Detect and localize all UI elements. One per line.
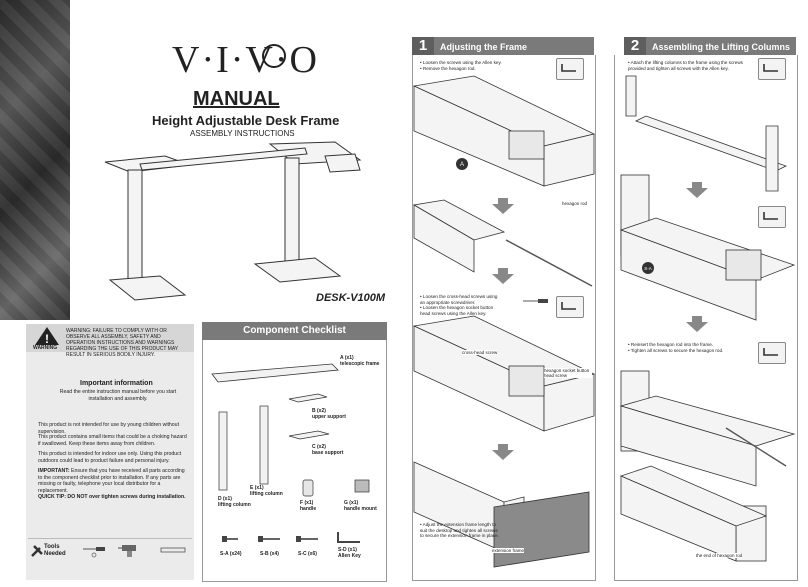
warning-triangle-icon: !: [35, 327, 59, 346]
step2-bullets-2: • Reinsert the hexagon rod into the fram…: [628, 342, 724, 353]
down-arrow-3: [492, 444, 514, 460]
part-g-illustration: [354, 479, 370, 493]
down-arrow-5: [686, 316, 708, 332]
reinsert-rod-illustration: [619, 370, 796, 562]
part-f-label: F (x1)handle: [300, 500, 317, 512]
desk-frame-illustration: [104, 141, 362, 301]
important-info-text: Read the entire instruction manual befor…: [59, 389, 177, 402]
allen-key-badge-3: [758, 58, 786, 80]
down-arrow-2: [492, 268, 514, 284]
decorative-band: [0, 0, 70, 320]
warning-label: WARNING: [33, 345, 58, 351]
divider: [28, 538, 192, 539]
checklist-title: Component Checklist: [202, 322, 387, 340]
step1-bullets-1: • Loosen the screws using the Allen key.…: [420, 60, 502, 71]
part-e-illustration: [259, 405, 269, 485]
part-f-illustration: [302, 479, 314, 497]
part-d-label: D (x1)lifting column: [218, 496, 251, 508]
warning-text: WARNING: FAILURE TO COMPLY WITH OR OBSER…: [66, 328, 179, 358]
vivo-logo: V·I·V·O: [172, 39, 319, 81]
callout-a: A: [460, 162, 464, 168]
important-info-title: Important information: [80, 380, 153, 387]
tools-icon: [31, 545, 43, 557]
frame-illustration-4: [413, 461, 590, 568]
step1-bullets-3: • Adjust the extension frame length to s…: [420, 522, 499, 539]
power-drill-icon: [118, 545, 136, 557]
part-b-illustration: [288, 393, 328, 403]
screw-sa-label: S-A (x24): [220, 551, 242, 557]
extension-frame-label: extension frame: [492, 548, 525, 553]
allen-key-icon-2: [561, 302, 576, 310]
warning-panel: [26, 324, 194, 580]
allen-key-icon-5: [763, 348, 778, 356]
column-frame-illustration: S-A: [619, 174, 796, 321]
part-c-illustration: [288, 430, 330, 440]
allen-key-badge-4: [758, 206, 786, 228]
safety-note-children: This product is not intended for use by …: [38, 422, 180, 435]
assembly-subtitle: ASSEMBLY INSTRUCTIONS: [190, 129, 295, 138]
frame-illustration-1: A: [412, 75, 596, 187]
manual-heading: MANUAL: [193, 88, 280, 110]
allen-key-icon: [561, 64, 576, 72]
allen-key-sd-label: S-D (x1)Allen Key: [338, 547, 361, 559]
allen-key-icon-3: [763, 64, 778, 72]
quick-tip: QUICK TIP: DO NOT over tighten screws du…: [38, 494, 186, 500]
frame-illustration-2: [412, 199, 593, 287]
svg-text:!: !: [45, 332, 49, 346]
safety-note-indoor: This product is intended for indoor use …: [38, 451, 182, 464]
screw-sb-label: S-B (x4): [260, 551, 279, 557]
screw-sc-label: S-C (x6): [298, 551, 317, 557]
hexagon-rod-label: hexagon rod: [562, 201, 588, 206]
tools-needed-label: Tools Needed: [44, 544, 66, 557]
model-number: DESK-V100M: [316, 292, 386, 304]
step1-panel: [412, 55, 596, 581]
down-arrow-1: [492, 198, 514, 214]
lifting-columns-illustration: [625, 75, 788, 192]
part-g-label: G (x1)handle mount: [344, 500, 377, 512]
screwdriver-icon: [83, 547, 105, 558]
product-title: Height Adjustable Desk Frame: [152, 113, 340, 128]
allen-key-sd-icon: [337, 532, 360, 543]
screwdriver-icon: [523, 299, 548, 303]
hexagon-socket-label: hexagon socket button head screw: [544, 368, 592, 378]
step1-bullets-2: • Loosen the cross-head screws using an …: [420, 294, 498, 316]
part-d-illustration: [218, 411, 228, 491]
callout-sa: S-A: [644, 266, 652, 271]
down-arrow-4: [686, 182, 708, 198]
part-a-label: A (x1)telescopic frame: [340, 355, 380, 367]
step2-bullets-1: • Attach the lifting columns to the fram…: [628, 60, 743, 71]
part-b-label: B (x2)upper support: [312, 408, 346, 420]
crosshead-screw-label: cross-head screw: [462, 350, 498, 355]
safety-note-choking: This product contains small items that c…: [38, 434, 187, 447]
part-e-label: E (x1)lifting column: [250, 485, 283, 497]
screw-sa-icon: [222, 536, 238, 542]
screw-sb-icon: [258, 536, 280, 542]
allen-key-badge-2: [556, 296, 584, 318]
allen-key-badge: [556, 58, 584, 80]
allen-key-icon-4: [763, 212, 778, 220]
screw-sc-icon: [296, 536, 318, 542]
end-of-rod-label: the end of hexagon rod: [696, 553, 743, 558]
step2-panel: [614, 55, 798, 581]
part-a-illustration: [211, 363, 339, 383]
allen-key-icon: [160, 547, 186, 553]
logo-circle-icon: [262, 44, 286, 68]
allen-key-badge-5: [758, 342, 786, 364]
part-c-label: C (x2)base support: [312, 444, 344, 456]
safety-note-important: IMPORTANT: Ensure that you have received…: [38, 468, 185, 494]
